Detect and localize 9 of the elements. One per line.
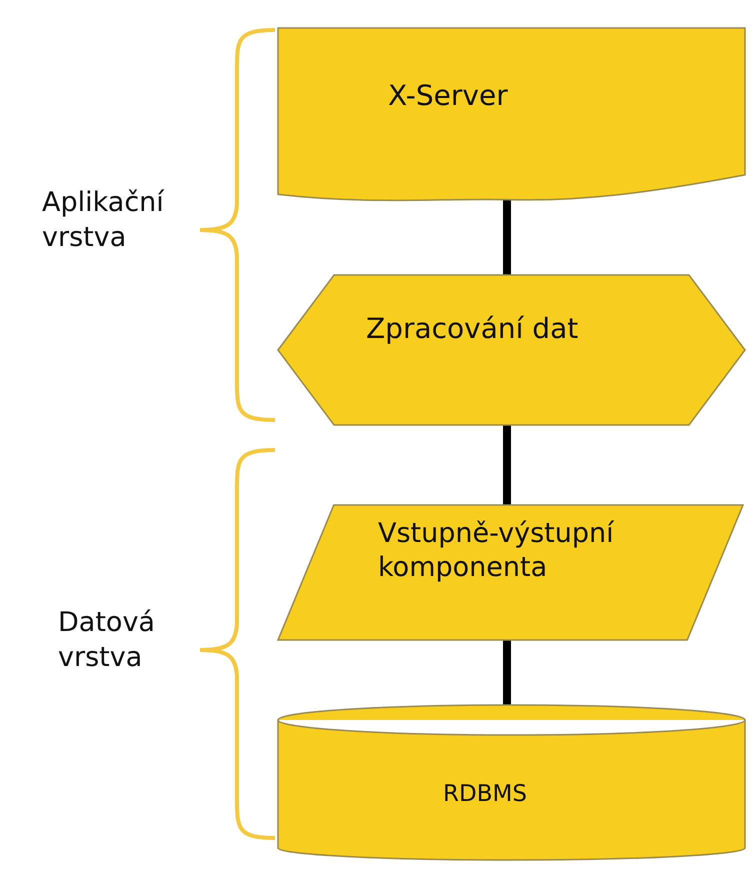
- layer-label: Aplikační vrstva: [42, 186, 166, 256]
- node-label: X-Server: [388, 78, 509, 113]
- layer-label: Datová vrstva: [58, 606, 156, 676]
- connector-line: [503, 640, 511, 705]
- connector-line: [503, 200, 511, 275]
- node-label: Vstupně-výstupní komponenta: [378, 517, 615, 584]
- connector-line: [503, 425, 511, 505]
- node-label: RDBMS: [443, 780, 528, 809]
- node-label: Zpracování dat: [366, 311, 580, 346]
